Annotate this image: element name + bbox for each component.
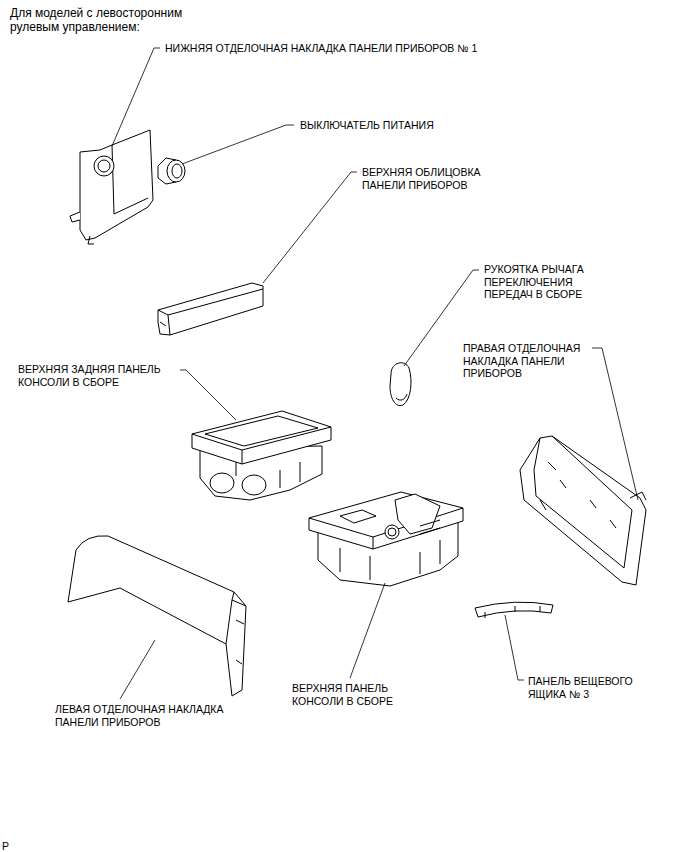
part-label: ВЕРХНЯЯ ОБЛИЦОВКА ПАНЕЛИ ПРИБОРОВ — [362, 166, 497, 191]
leader-lines — [112, 48, 638, 699]
part-label: ПАНЕЛЬ ВЕЩЕВОГО ЯЩИКА № 3 — [528, 675, 643, 700]
part-label: ПРАВАЯ ОТДЕЛОЧНАЯ НАКЛАДКА ПАНЕЛИ ПРИБОР… — [463, 342, 589, 380]
part-label: ЛЕВАЯ ОТДЕЛОЧНАЯ НАКЛАДКА ПАНЕЛИ ПРИБОРО… — [55, 703, 245, 728]
power-switch — [158, 158, 185, 184]
part-label: НИЖНЯЯ ОТДЕЛОЧНАЯ НАКЛАДКА ПАНЕЛИ ПРИБОР… — [165, 42, 477, 55]
lower-finish-panel — [70, 130, 153, 244]
part-label: ВЕРХНЯЯ ЗАДНЯЯ ПАНЕЛЬ КОНСОЛИ В СБОРЕ — [18, 363, 176, 388]
rear-console-panel — [192, 411, 331, 500]
right-finish-panel — [520, 436, 646, 585]
box-panel — [475, 602, 553, 618]
upper-cover — [158, 283, 263, 335]
part-label: ВЫКЛЮЧАТЕЛЬ ПИТАНИЯ — [300, 119, 434, 132]
left-finish-panel — [68, 536, 246, 696]
part-label: ВЕРХНЯЯ ПАНЕЛЬ КОНСОЛИ В СБОРЕ — [292, 682, 404, 707]
heading: Для моделей с левосторонним рулевым упра… — [10, 6, 200, 34]
part-label: РУКОЯТКА РЫЧАГА ПЕРЕКЛЮЧЕНИЯ ПЕРЕДАЧ В С… — [484, 263, 602, 301]
shift-knob — [390, 363, 411, 406]
upper-console-panel — [309, 492, 463, 586]
part-label: P — [2, 840, 9, 852]
